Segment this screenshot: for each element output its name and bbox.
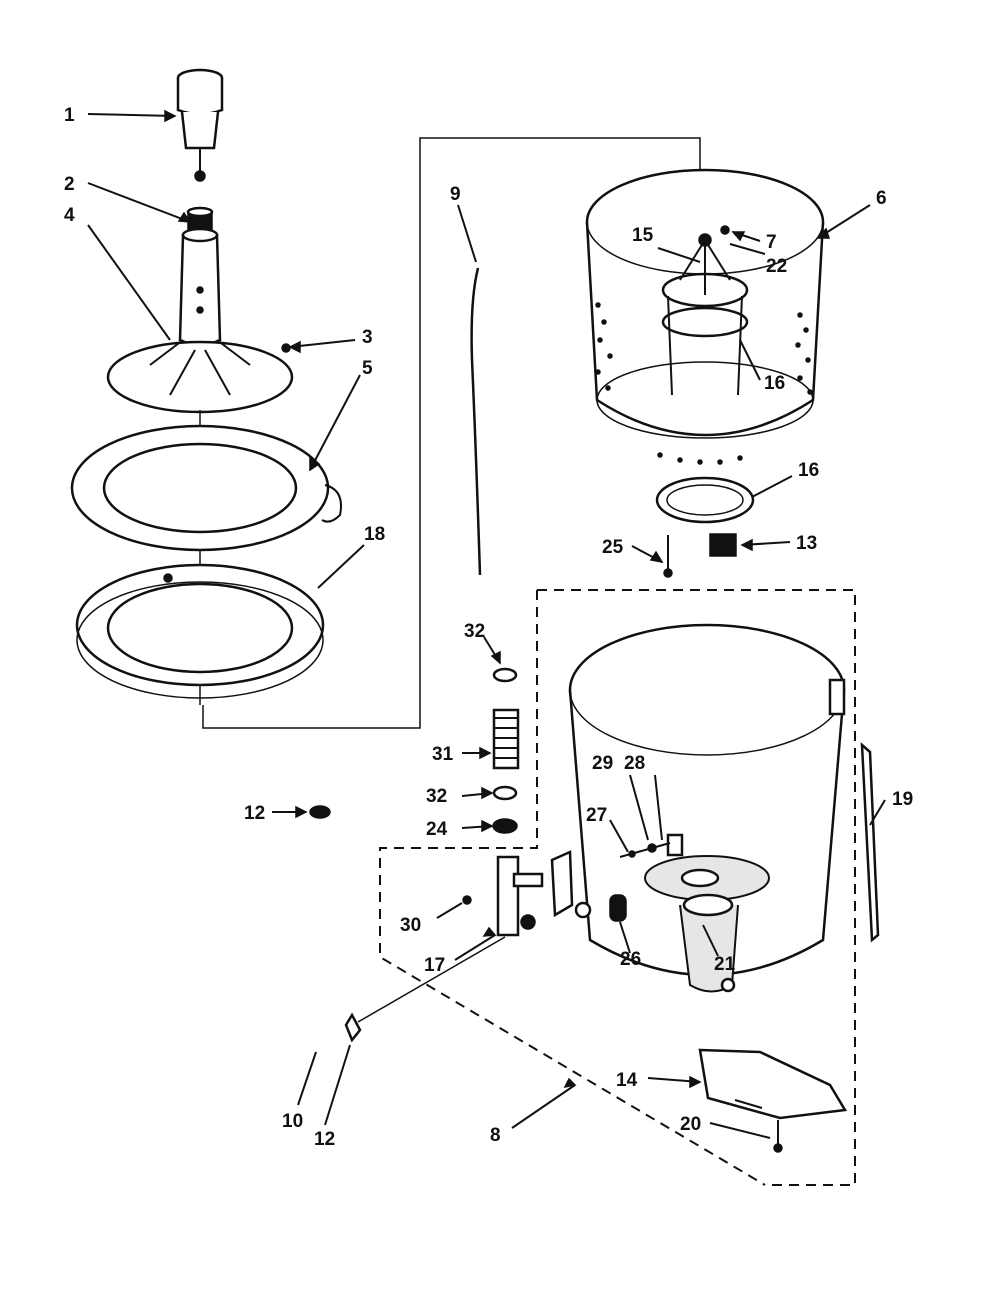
screw-20-part	[773, 1120, 783, 1153]
label-part-16-upper: 16	[764, 373, 785, 394]
label-part-32-top: 32	[464, 621, 485, 642]
label-part-27: 27	[586, 805, 607, 826]
label-part-29: 29	[592, 753, 613, 774]
label-part-5: 5	[362, 358, 373, 379]
label-part-32-bottom: 32	[426, 786, 447, 807]
seal-ring-part	[70, 424, 342, 552]
label-part-8: 8	[490, 1125, 501, 1146]
label-part-4: 4	[64, 205, 75, 226]
label-part-15: 15	[632, 225, 654, 246]
clamp-32a-part	[492, 667, 518, 683]
agitator-part	[106, 227, 294, 414]
drain-hose-part	[309, 805, 362, 1052]
label-part-1: 1	[64, 105, 75, 126]
label-part-19: 19	[892, 789, 913, 810]
hose-connect-line	[357, 936, 506, 1023]
label-part-16-lower: 16	[798, 460, 819, 481]
spin-ring-part	[655, 476, 755, 524]
bolt-27-29-part	[619, 842, 671, 858]
label-part-21: 21	[714, 954, 736, 975]
tub-ring-part	[75, 563, 325, 699]
label-part-10: 10	[282, 1111, 303, 1132]
label-part-26: 26	[620, 949, 641, 970]
label-part-24: 24	[426, 819, 448, 840]
arrowheads	[164, 109, 831, 1089]
screw-30-part	[462, 895, 472, 905]
label-part-9: 9	[450, 184, 461, 205]
tub-group-bracket	[537, 589, 856, 1186]
label-part-22: 22	[766, 256, 787, 277]
label-part-6: 6	[876, 188, 887, 209]
spring-part	[492, 708, 520, 770]
label-part-25: 25	[602, 537, 624, 558]
spin-basket-part	[585, 168, 825, 465]
pump-group-bracket	[379, 590, 766, 1186]
label-part-13: 13	[796, 533, 817, 554]
label-part-12-bottom: 12	[314, 1129, 335, 1150]
label-part-14: 14	[616, 1070, 638, 1091]
hose-part	[470, 267, 482, 576]
label-part-7: 7	[766, 232, 777, 253]
seal-24-part	[492, 818, 518, 834]
label-part-30: 30	[400, 915, 421, 936]
clip-26-part	[609, 894, 627, 922]
label-part-3: 3	[362, 327, 373, 348]
bolt-25-part	[663, 535, 673, 578]
clamp-32b-part	[492, 785, 518, 801]
shield-part	[698, 1048, 848, 1120]
agitator-cap-part	[176, 68, 224, 182]
group-bracket	[202, 137, 701, 729]
pump-housing-part	[496, 850, 592, 937]
drive-block-part	[709, 533, 737, 557]
label-part-28: 28	[624, 753, 645, 774]
label-part-2: 2	[64, 174, 75, 195]
label-part-20: 20	[680, 1114, 701, 1135]
gasket-strip-part	[860, 742, 880, 943]
label-part-12-top: 12	[244, 803, 265, 824]
label-part-31: 31	[432, 744, 454, 765]
label-part-18: 18	[364, 524, 385, 545]
outer-tub-part	[568, 623, 846, 993]
label-part-17: 17	[424, 955, 445, 976]
